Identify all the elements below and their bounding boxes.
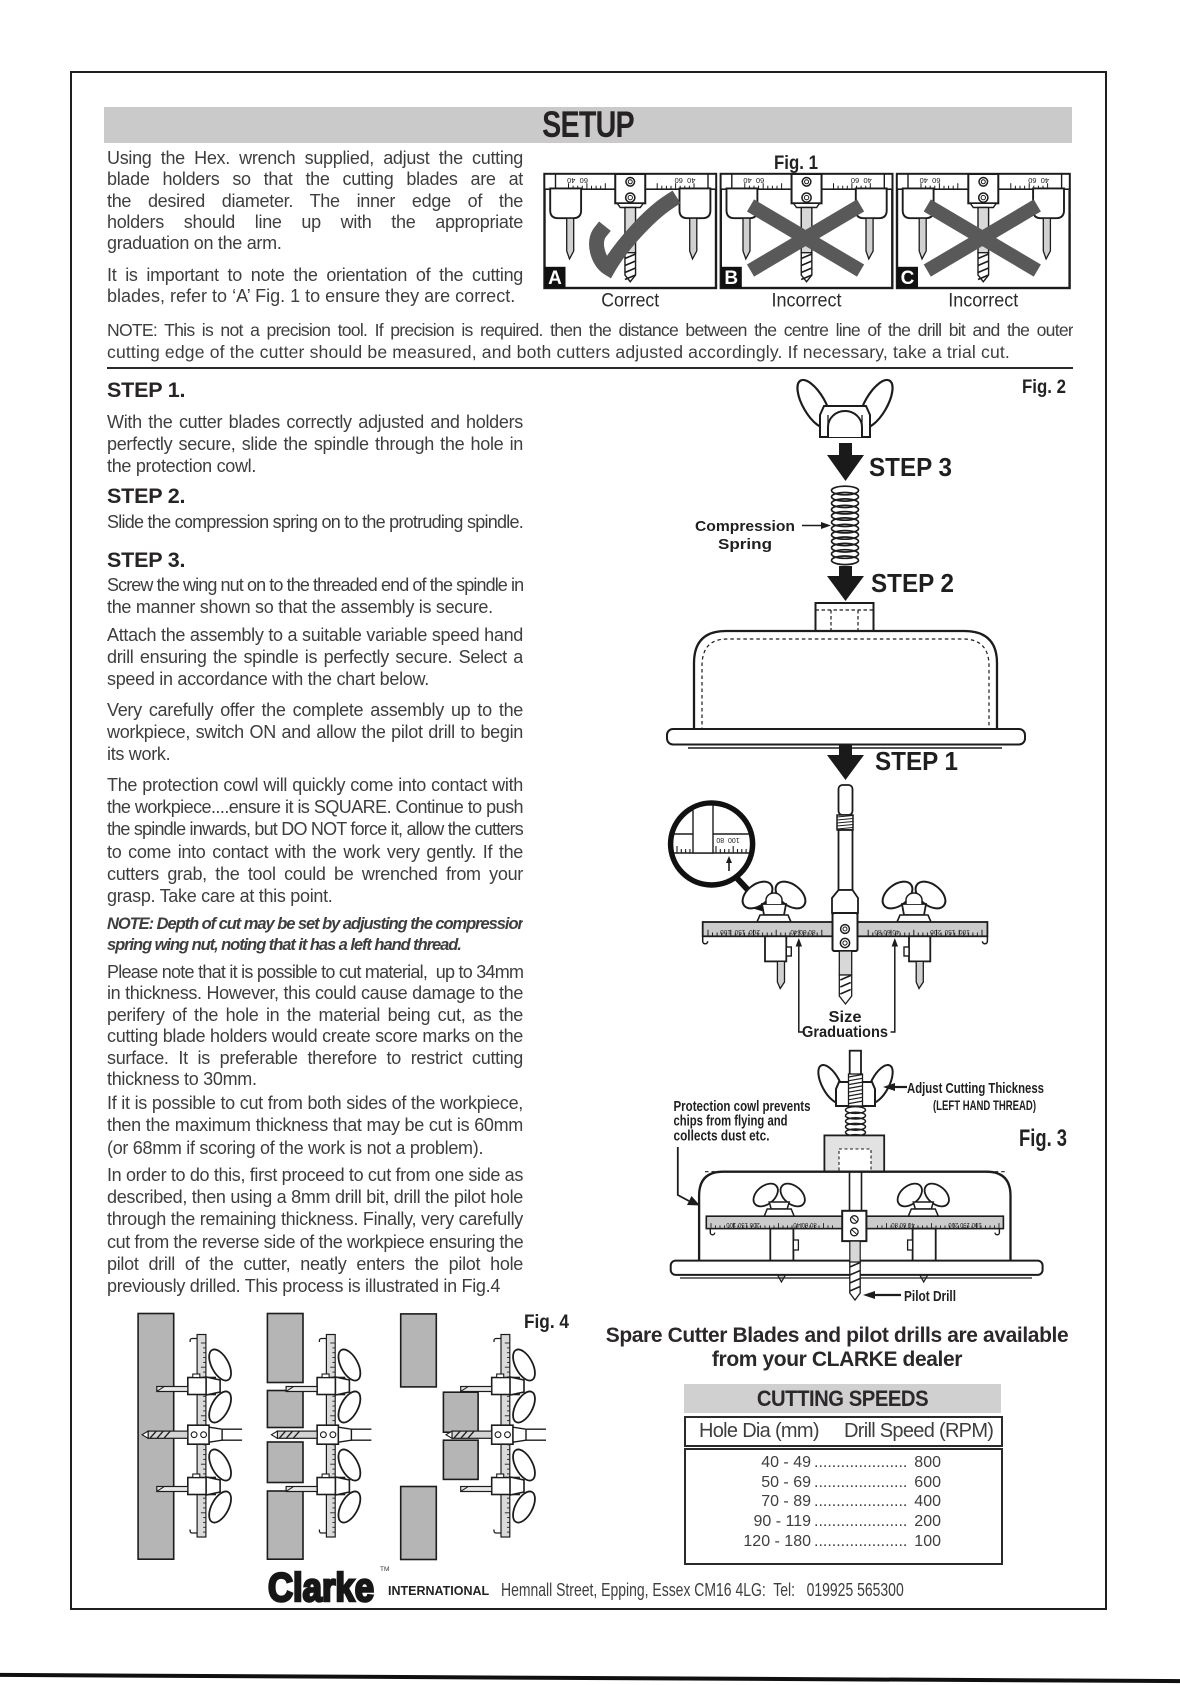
svg-text:60 40: 60 40 xyxy=(567,176,588,185)
svg-text:STEP 2: STEP 2 xyxy=(871,568,954,598)
svg-text:STEP 3: STEP 3 xyxy=(869,452,952,482)
svg-text:(LEFT HAND THREAD): (LEFT HAND THREAD) xyxy=(933,1097,1036,1113)
svg-text:Fig. 3: Fig. 3 xyxy=(1019,1125,1067,1152)
svg-text:C: C xyxy=(901,268,915,289)
svg-text:chips from flying and: chips from flying and xyxy=(674,1113,788,1130)
svg-text:Fig. 4: Fig. 4 xyxy=(524,1312,569,1333)
svg-text:TM: TM xyxy=(380,1566,389,1573)
svg-text:40 60: 40 60 xyxy=(851,176,872,185)
svg-text:Protection cowl prevents: Protection cowl prevents xyxy=(674,1098,811,1115)
svg-text:Graduations: Graduations xyxy=(802,1024,888,1041)
svg-text:B: B xyxy=(724,268,738,289)
svg-text:Fig. 2: Fig. 2 xyxy=(1022,377,1066,398)
svg-text:A: A xyxy=(548,268,562,289)
svg-text:Pilot Drill: Pilot Drill xyxy=(904,1288,956,1305)
svg-text:collects dust etc.: collects dust etc. xyxy=(674,1128,770,1145)
svg-text:100 80: 100 80 xyxy=(716,836,739,843)
svg-text:STEP 1: STEP 1 xyxy=(875,746,958,776)
svg-text:80 60 40: 80 60 40 xyxy=(790,928,816,935)
svg-text:Incorrect: Incorrect xyxy=(948,290,1019,312)
svg-text:100 150 200: 100 150 200 xyxy=(948,1221,982,1227)
svg-text:200 150 100: 200 150 100 xyxy=(726,1221,760,1227)
svg-text:Correct: Correct xyxy=(601,290,660,312)
svg-text:40 60: 40 60 xyxy=(1028,176,1049,185)
svg-text:Clarke: Clarke xyxy=(268,1566,374,1610)
svg-text:Incorrect: Incorrect xyxy=(772,290,843,312)
svg-text:80 60 40: 80 60 40 xyxy=(793,1221,817,1227)
svg-text:Compression: Compression xyxy=(695,518,795,535)
svg-text:40 60: 40 60 xyxy=(675,176,696,185)
svg-text:200 150 100: 200 150 100 xyxy=(720,928,760,935)
svg-text:Spring: Spring xyxy=(718,536,772,553)
svg-text:60 40: 60 40 xyxy=(920,176,941,185)
svg-text:Fig. 1: Fig. 1 xyxy=(774,153,818,174)
svg-text:40 60 80: 40 60 80 xyxy=(891,1221,915,1227)
svg-text:60 40: 60 40 xyxy=(743,176,764,185)
svg-text:Adjust Cutting Thickness: Adjust Cutting Thickness xyxy=(907,1080,1044,1097)
svg-text:40 60 80: 40 60 80 xyxy=(874,928,900,935)
svg-text:100 150 200: 100 150 200 xyxy=(930,928,970,935)
svg-text:Size: Size xyxy=(829,1009,862,1026)
